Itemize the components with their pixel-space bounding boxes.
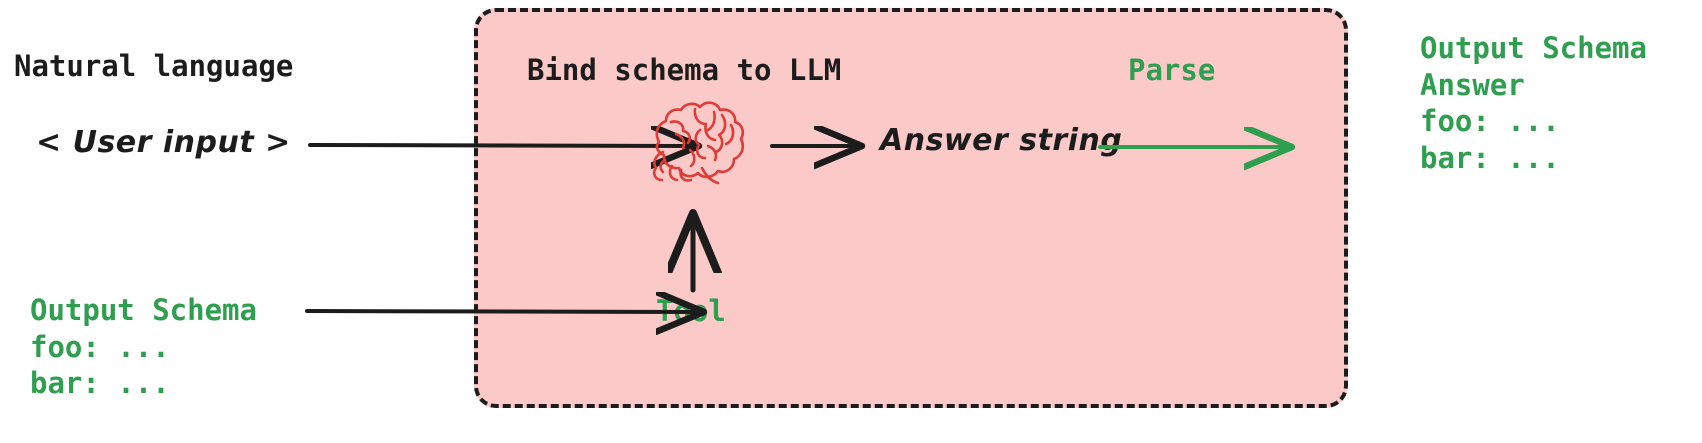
user-input-label: < User input >	[36, 125, 291, 160]
answer-string-label: Answer string	[880, 123, 1123, 158]
output-schema-result-block: Output Schema Answer foo: ... bar: ...	[1420, 31, 1647, 175]
input-output-schema-block: Output Schema foo: ... bar: ...	[30, 293, 257, 401]
tool-label: Tool	[656, 294, 726, 328]
natural-language-label: Natural language	[14, 49, 294, 83]
bind-schema-to-llm-label: Bind schema to LLM	[527, 53, 842, 87]
llm-container-box	[474, 8, 1348, 408]
parse-label: Parse	[1128, 53, 1216, 87]
